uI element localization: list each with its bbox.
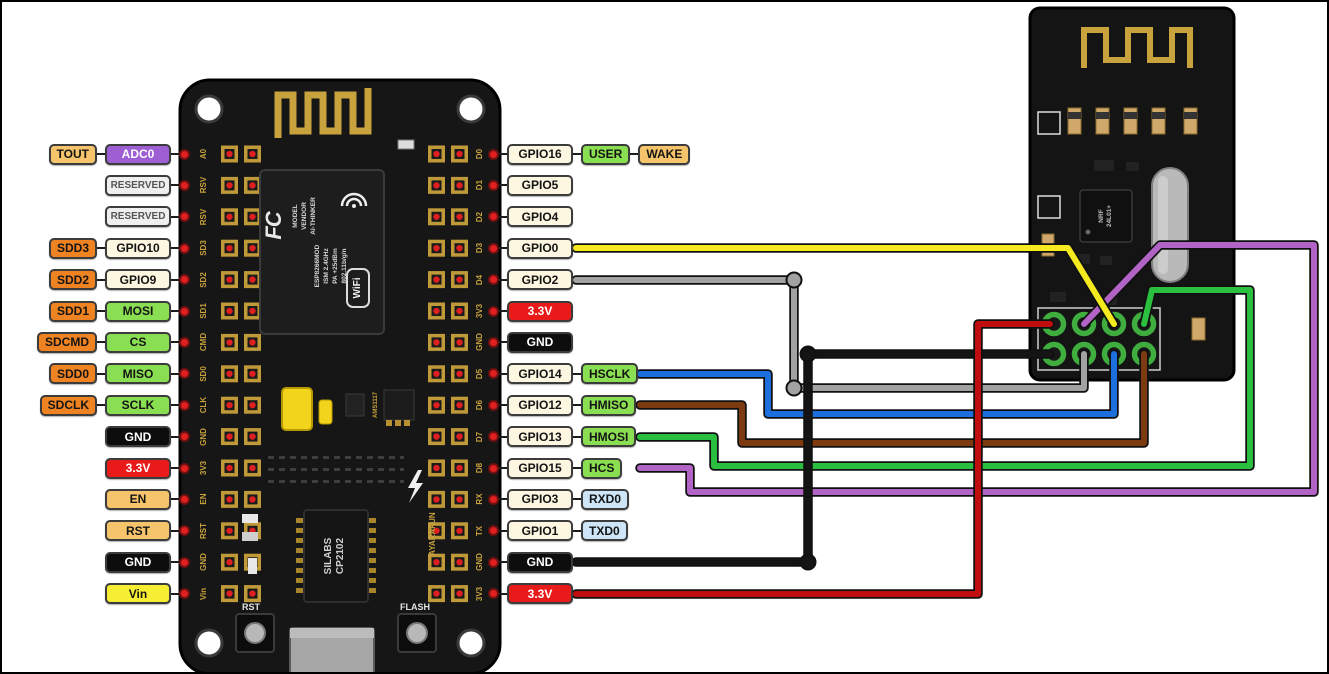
capacitor-yellow-small <box>318 399 333 425</box>
wire-junction <box>799 553 817 571</box>
wire-GPIO0 <box>573 245 1117 327</box>
mounting-hole <box>194 628 224 658</box>
smd-bands <box>1068 112 1197 119</box>
capacitor-yellow <box>281 387 313 431</box>
lightning-icon <box>408 470 423 503</box>
mounting-hole <box>194 94 224 124</box>
smd-part <box>242 532 258 541</box>
flash-button[interactable] <box>397 613 437 653</box>
silkscreen-box <box>1037 195 1061 219</box>
wire-GND <box>573 351 1053 565</box>
flash-button-label: FLASH <box>400 602 430 612</box>
nodemcu-board <box>178 78 502 672</box>
smd-part <box>242 514 258 523</box>
mounting-hole <box>456 94 486 124</box>
regulator-label: AMS1117 <box>373 391 379 419</box>
mounting-hole <box>456 628 486 658</box>
rst-button[interactable] <box>235 613 275 653</box>
usb-uart-chip-label: SILABS CP2102 <box>323 537 346 575</box>
wire-junction <box>785 379 803 397</box>
nrf-chip-label: NRF 24L01+ <box>1098 204 1113 228</box>
wire-GPIO14 HSCLK <box>637 351 1117 417</box>
wifi-spiral-icon <box>340 192 368 208</box>
usb-connector <box>289 627 375 672</box>
nrf24l01-module <box>1028 6 1236 382</box>
regulator-ams1117 <box>383 389 415 426</box>
smd-part <box>248 558 257 574</box>
wifi-badge: WiFi <box>346 268 370 308</box>
usb-uart-chip <box>296 509 376 603</box>
esp-module-text-vendor: MODEL VENDOR AI-THINKER <box>292 197 317 235</box>
wire-junction <box>785 271 803 289</box>
wire-GPIO15 HCS <box>637 242 1317 495</box>
crystal-oscillator <box>1151 167 1189 283</box>
nrf-chip <box>1079 189 1133 243</box>
smd-part <box>345 393 365 417</box>
via-grid <box>266 452 404 489</box>
esp8266-shield <box>259 169 385 335</box>
rst-button-label: RST <box>242 602 260 612</box>
vendor-silkscreen: AYARAFUN <box>428 512 437 556</box>
pcb-antenna-icon <box>1081 27 1193 68</box>
left-header-sockets <box>218 143 264 614</box>
led <box>397 139 415 150</box>
right-header-sockets <box>425 143 471 614</box>
wire-GPIO12 HMISO <box>637 351 1147 446</box>
wire-junction <box>799 345 817 363</box>
fc-logo: FC <box>261 212 286 240</box>
silkscreen-box <box>1037 111 1061 135</box>
pcb-antenna-icon <box>274 88 372 138</box>
wire-GPIO13 HMOSI <box>637 287 1253 469</box>
wire-3.3V <box>573 321 1053 597</box>
